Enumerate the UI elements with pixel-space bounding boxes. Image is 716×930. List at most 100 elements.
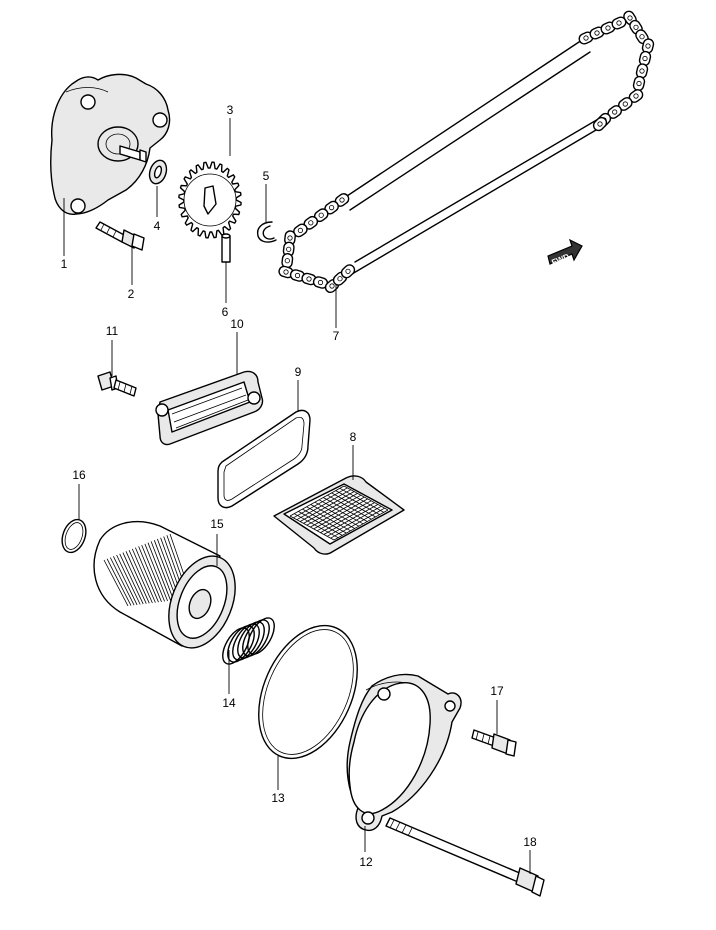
oil-strainer[interactable] bbox=[273, 475, 405, 555]
cover-o-ring[interactable] bbox=[239, 610, 376, 774]
mesh-line bbox=[333, 509, 389, 541]
chain-pin bbox=[329, 283, 335, 289]
callout-4: 4 bbox=[154, 219, 161, 233]
callout-1: 1 bbox=[61, 257, 68, 271]
chain-pin bbox=[636, 80, 642, 87]
washer[interactable] bbox=[147, 158, 170, 186]
filter-pleat bbox=[135, 547, 159, 603]
chain-pin bbox=[328, 205, 335, 211]
filter-spring[interactable] bbox=[217, 614, 279, 669]
spring-coil bbox=[247, 617, 275, 655]
callout-16: 16 bbox=[72, 468, 86, 482]
mesh-line bbox=[306, 494, 362, 526]
mesh-line bbox=[314, 501, 360, 527]
filter-pleat bbox=[150, 541, 175, 601]
mesh-line bbox=[339, 487, 384, 513]
filter-cover[interactable] bbox=[346, 673, 462, 832]
mesh-line bbox=[296, 489, 351, 521]
chain-pin bbox=[337, 276, 343, 282]
callout-2: 2 bbox=[128, 287, 135, 301]
mesh-line bbox=[323, 497, 368, 522]
callout-5: 5 bbox=[263, 169, 270, 183]
callout-11: 11 bbox=[106, 324, 119, 338]
filter-pleat bbox=[109, 557, 135, 606]
filter-pleat bbox=[113, 556, 138, 606]
circlip[interactable] bbox=[256, 221, 277, 243]
strainer-bolt[interactable] bbox=[97, 371, 137, 397]
filter-pleat bbox=[138, 546, 162, 602]
callout-18: 18 bbox=[523, 835, 537, 849]
chain-pin bbox=[627, 15, 633, 21]
chain-pin bbox=[283, 269, 289, 275]
chain-pin bbox=[622, 101, 628, 107]
chain-pin bbox=[294, 272, 301, 279]
callout-12: 12 bbox=[359, 855, 373, 869]
mesh-line bbox=[310, 504, 355, 529]
oil-filter[interactable] bbox=[93, 520, 248, 658]
filter-pleat bbox=[106, 558, 132, 606]
chain-link bbox=[632, 75, 646, 92]
callout-9: 9 bbox=[295, 365, 302, 379]
mesh-line bbox=[331, 492, 376, 518]
chain-pin bbox=[297, 227, 303, 233]
filter-pleat bbox=[144, 543, 168, 602]
chain-pin bbox=[308, 220, 314, 226]
strainer-cover[interactable] bbox=[155, 370, 264, 446]
chain-pin bbox=[594, 30, 600, 36]
callout-14: 14 bbox=[222, 696, 236, 710]
mesh-line bbox=[294, 513, 339, 539]
mesh-line bbox=[289, 485, 345, 517]
mesh-line bbox=[327, 505, 382, 537]
filter-pleat bbox=[128, 549, 153, 604]
mesh-line bbox=[335, 490, 380, 515]
chain-pin bbox=[642, 55, 648, 62]
filter-pleat bbox=[122, 552, 147, 604]
mesh-line bbox=[343, 485, 389, 511]
mesh-line bbox=[316, 500, 372, 532]
mesh-line bbox=[327, 494, 372, 520]
mesh-line bbox=[330, 507, 385, 539]
cover-bolt-short[interactable] bbox=[471, 729, 517, 757]
filter-pleat bbox=[131, 548, 156, 603]
chain-pin bbox=[597, 121, 603, 127]
callout-10: 10 bbox=[230, 317, 244, 331]
fwd-direction-badge: FWD bbox=[547, 238, 583, 267]
filter-pleat bbox=[125, 551, 150, 604]
mesh-line bbox=[306, 506, 351, 532]
filter-pleat bbox=[147, 542, 172, 601]
cover-bolt-long[interactable] bbox=[385, 817, 545, 897]
callout-3: 3 bbox=[227, 103, 234, 117]
chain-pin bbox=[345, 268, 351, 274]
filter-pleat bbox=[116, 554, 141, 605]
chain-pin bbox=[633, 24, 639, 30]
chain-pin bbox=[317, 279, 324, 286]
mesh-line bbox=[303, 493, 358, 524]
mesh-line bbox=[302, 508, 347, 534]
mesh-line bbox=[320, 502, 375, 533]
filter-o-ring[interactable] bbox=[58, 516, 90, 555]
pump-bolt[interactable] bbox=[95, 221, 145, 251]
chain-link bbox=[340, 264, 356, 279]
callout-13: 13 bbox=[271, 791, 285, 805]
chain-pin bbox=[287, 235, 293, 241]
strainer-gasket[interactable] bbox=[217, 409, 311, 509]
chain-pin bbox=[286, 246, 292, 252]
mesh-line bbox=[293, 487, 348, 519]
callout-7: 7 bbox=[333, 329, 340, 343]
drive-chain[interactable] bbox=[278, 9, 655, 294]
leader-lines bbox=[63, 118, 531, 874]
spring-coil bbox=[237, 621, 265, 659]
mesh-line bbox=[300, 491, 355, 522]
chain-pin bbox=[284, 258, 290, 264]
oil-pump-housing[interactable] bbox=[49, 73, 171, 215]
callout-15: 15 bbox=[210, 517, 224, 531]
callout-labels: 1 2 3 4 5 6 7 8 9 10 11 12 13 14 15 16 1… bbox=[61, 103, 537, 869]
chain-link bbox=[592, 116, 608, 132]
chain-pin bbox=[583, 35, 589, 41]
callout-6: 6 bbox=[222, 305, 229, 319]
chain-pin bbox=[605, 25, 611, 31]
dowel-pin[interactable] bbox=[221, 233, 231, 263]
oil-pump-gear[interactable] bbox=[178, 161, 242, 239]
filter-pleat bbox=[141, 544, 165, 602]
